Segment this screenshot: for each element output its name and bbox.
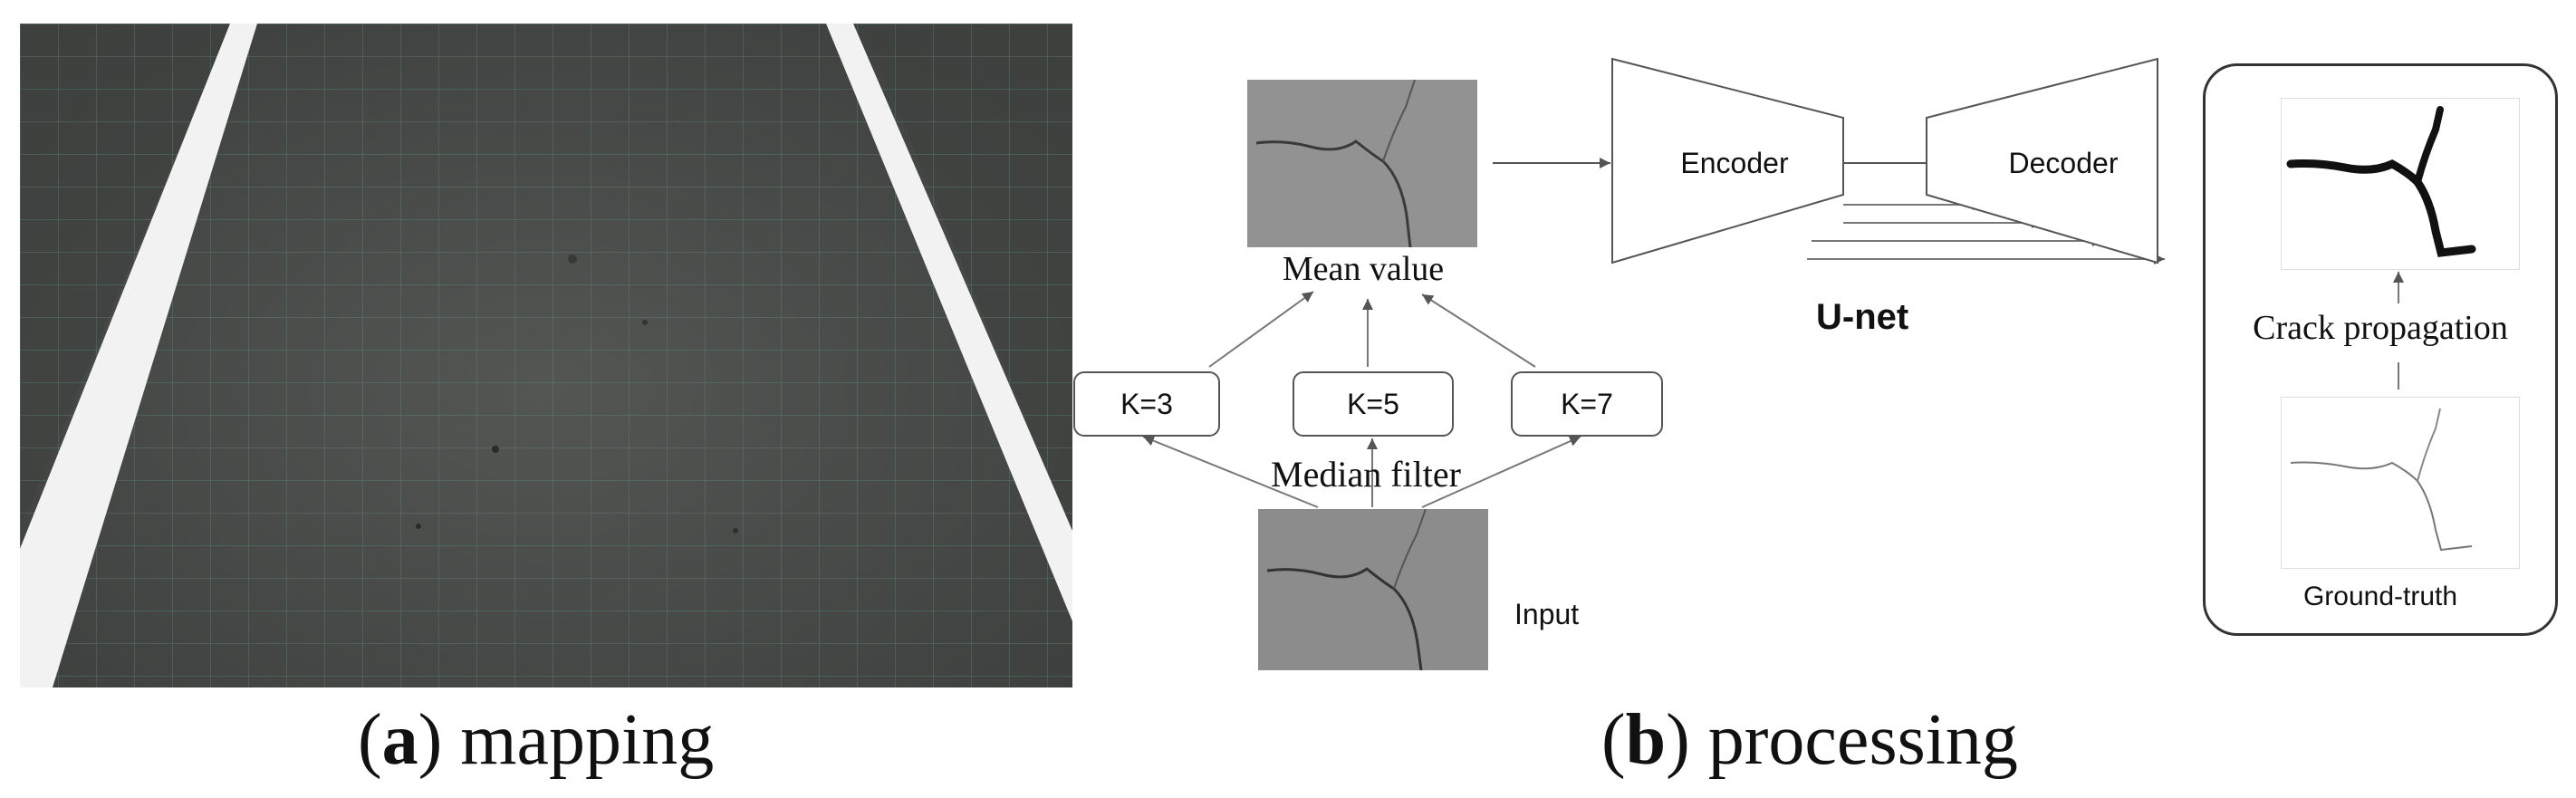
input-image — [1258, 509, 1488, 670]
crack-propagation-icon — [2286, 106, 2476, 257]
unet-graphic — [1611, 57, 2158, 264]
decoder-label: Decoder — [2008, 147, 2119, 179]
encoder-label: Encoder — [1680, 147, 1789, 179]
caption-a: (a) mapping — [358, 700, 715, 780]
caption-b: (b) processing — [1601, 700, 2018, 780]
kernel-box-k3: K=3 — [1073, 371, 1220, 437]
ground-truth-icon — [2290, 408, 2473, 552]
road-mapping-image — [20, 24, 1072, 687]
crack-propagation-image — [2281, 98, 2520, 270]
kernel-box-k5: K=5 — [1293, 371, 1454, 437]
decoder-block — [1926, 57, 2158, 264]
left-lane-marking — [20, 24, 257, 687]
ground-truth-label: Ground-truth — [2302, 582, 2458, 611]
unet-label: U-net — [1816, 297, 1909, 337]
caption-a-letter: a — [381, 700, 418, 780]
mean-value-label: Mean value — [1282, 250, 1445, 288]
output-panel — [2203, 63, 2558, 636]
median-filter-label: Median filter — [1271, 454, 1461, 495]
kernel-box-k7: K=7 — [1511, 371, 1663, 437]
encoder-block — [1611, 57, 1844, 264]
road-surface-graphic — [20, 24, 1072, 687]
caption-b-text: processing — [1707, 700, 2018, 780]
crack-icon — [1247, 80, 1477, 247]
mean-value-image — [1247, 80, 1477, 247]
ground-truth-image — [2281, 397, 2520, 569]
caption-a-text: mapping — [460, 700, 715, 780]
right-lane-marking — [826, 24, 1072, 621]
input-label: Input — [1514, 598, 1580, 630]
crack-icon — [1258, 509, 1488, 670]
crack-propagation-label: Crack propagation — [2253, 309, 2508, 347]
caption-b-letter: b — [1625, 700, 1667, 780]
